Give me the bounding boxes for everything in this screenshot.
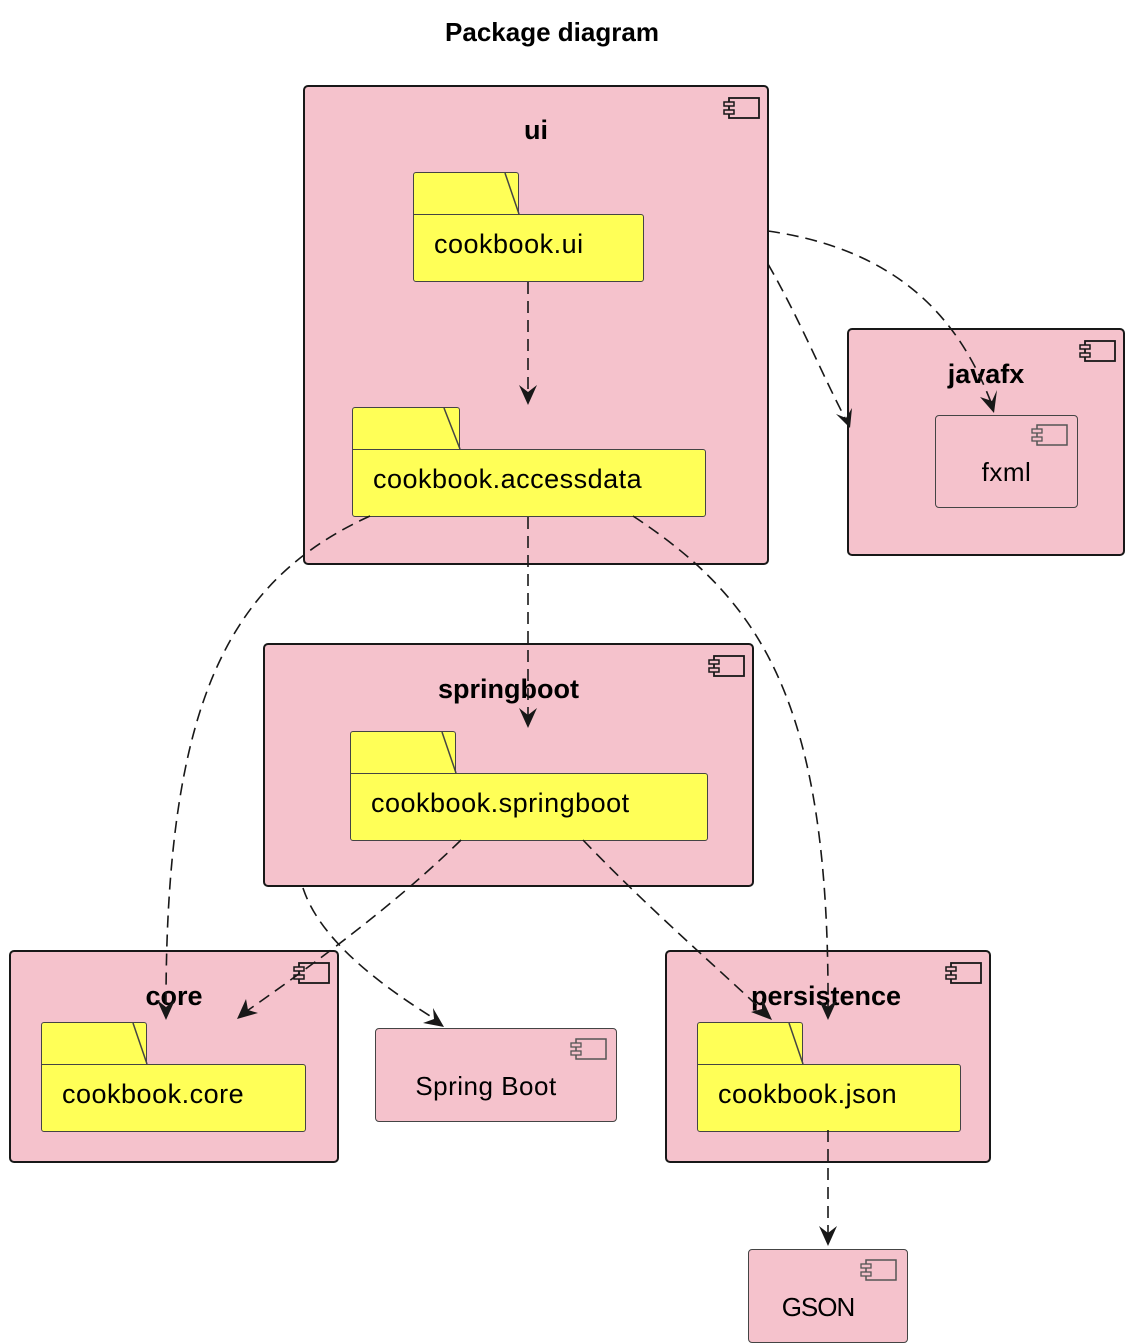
arrowhead (980, 390, 997, 413)
component-icon (1079, 340, 1116, 362)
arrowhead (157, 1000, 175, 1020)
edge-ui-to-fxml (767, 230, 993, 406)
component-spring-boot: Spring Boot (375, 1028, 617, 1122)
component-gson: GSON (748, 1249, 908, 1343)
component-icon (945, 962, 982, 984)
package-label: cookbook.core (62, 1079, 245, 1109)
component-core: core cookbook.core (9, 950, 339, 1163)
package-label: cookbook.json (718, 1079, 898, 1109)
arrowhead (519, 708, 537, 728)
component-icon (1031, 424, 1068, 446)
component-spring-boot-label: Spring Boot (415, 1071, 557, 1101)
component-icon (860, 1259, 897, 1281)
component-ui: ui cookbook.ui cookbook.accessdata (303, 85, 769, 565)
arrowhead (836, 408, 852, 428)
component-javafx-title: javafx (947, 359, 1025, 389)
arrowhead (237, 999, 258, 1019)
component-gson-label: GSON (781, 1292, 856, 1322)
component-icon (723, 97, 760, 119)
diagram-title: Package diagram (445, 17, 659, 47)
arrowhead (423, 1008, 444, 1027)
component-ui-title: ui (524, 115, 548, 145)
component-icon (570, 1038, 607, 1060)
arrowhead (751, 998, 772, 1020)
package-label: cookbook.accessdata (373, 464, 643, 494)
edge-springboot-to-core (243, 839, 462, 1014)
edge-accessdata-to-persistence (632, 515, 829, 1013)
package-label: cookbook.ui (434, 229, 584, 259)
component-persistence: persistence cookbook.json (665, 950, 991, 1163)
edge-springboot-to-json (582, 839, 766, 1014)
component-core-title: core (145, 981, 203, 1011)
component-fxml-label: fxml (981, 457, 1032, 487)
component-springboot: springboot cookbook.springboot (263, 643, 754, 887)
component-icon (708, 655, 745, 677)
component-javafx: javafx fxml (847, 328, 1125, 556)
edge-ui-to-javafx (767, 263, 847, 421)
arrowhead (519, 385, 537, 405)
arrowhead (819, 1226, 837, 1246)
package-label: cookbook.springboot (371, 788, 630, 818)
edge-springboot-to-spring-boot (302, 887, 439, 1022)
edge-accessdata-to-core (165, 515, 371, 1013)
component-springboot-title: springboot (438, 674, 579, 704)
arrowhead (819, 1000, 837, 1020)
component-fxml: fxml (935, 415, 1078, 508)
